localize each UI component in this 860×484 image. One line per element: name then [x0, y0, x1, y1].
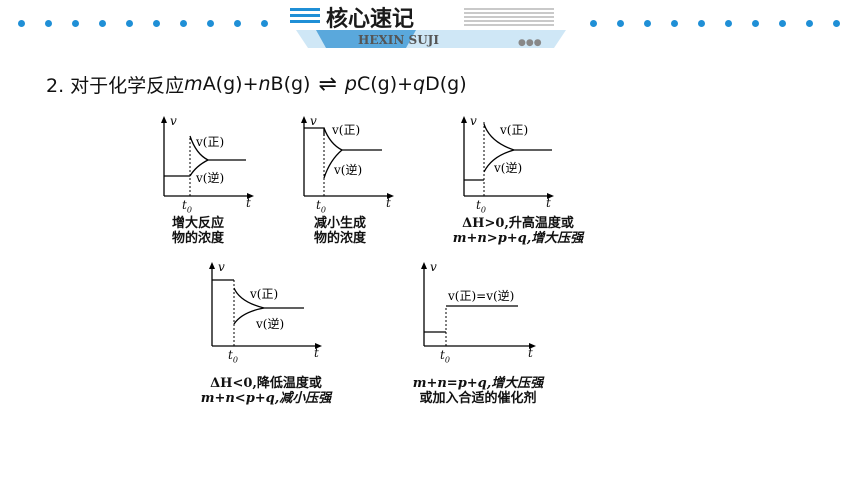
v-reverse-label: v(逆) — [493, 160, 522, 175]
x-arrow-icon — [387, 193, 394, 199]
header-dot — [779, 20, 786, 27]
reverse-rate-curve — [323, 149, 343, 179]
t-axis-label: t — [386, 196, 391, 210]
banner-subtitle: HEXIN SUJI — [358, 33, 439, 47]
header-dot — [45, 20, 52, 27]
t-axis-label: t — [246, 196, 251, 210]
caption-2: 减小生成物的浓度 — [313, 216, 366, 246]
v-forward-label: v(正) — [331, 123, 360, 137]
header-dot — [617, 20, 624, 27]
v-reverse-label: v(逆) — [333, 162, 362, 177]
t0-label: t0 — [316, 198, 326, 215]
v-forward-label: v(正) — [195, 135, 224, 149]
header-dot — [261, 20, 268, 27]
x-arrow-icon — [529, 343, 536, 349]
header-dot — [644, 20, 651, 27]
t-axis-label: t — [314, 346, 319, 360]
header-dot — [72, 20, 79, 27]
x-arrow-icon — [547, 193, 554, 199]
reaction-equation: 2. 对于化学反应 m A(g)+ n B(g) ⇌ p C(g)+ q D(g… — [46, 70, 467, 98]
header-dot — [99, 20, 106, 27]
species-d: D(g) — [425, 73, 467, 95]
header-dot — [590, 20, 597, 27]
y-arrow-icon — [421, 262, 427, 269]
v-axis-label: v — [170, 114, 177, 128]
y-arrow-icon — [209, 262, 215, 269]
y-arrow-icon — [301, 116, 307, 123]
header-dot — [806, 20, 813, 27]
species-c: C(g)+ — [356, 73, 414, 95]
coef-q: q — [413, 73, 426, 95]
coef-n: n — [258, 73, 271, 95]
rate-graph-1: v v(正) v(逆) t0 t — [156, 114, 256, 214]
banner-dots-icon: ●●● — [518, 38, 542, 48]
v-axis-label: v — [470, 114, 477, 128]
banner-title: 核心速记 — [326, 6, 414, 32]
header-dot — [833, 20, 840, 27]
caption-5: m+n=p+q,增大压强或加入合适的催化剂 — [412, 376, 544, 406]
t0-label: t0 — [440, 348, 450, 365]
rate-graph-4: v v(正) v(逆) t0 t — [204, 260, 324, 364]
reverse-rate-curve — [233, 307, 265, 325]
header-dot — [725, 20, 732, 27]
header-dot — [126, 20, 133, 27]
reverse-rate-curve — [483, 149, 515, 173]
reverse-rate-curve — [189, 159, 209, 177]
t0-label: t0 — [182, 198, 192, 215]
header-dot — [207, 20, 214, 27]
header-dot — [671, 20, 678, 27]
section-banner: 核心速记 HEXIN SUJI ●●● — [286, 2, 576, 48]
header-dot — [180, 20, 187, 27]
v-reverse-label: v(逆) — [195, 170, 224, 185]
initial-rate-line — [304, 127, 325, 136]
equation-prefix: 2. 对于化学反应 — [46, 74, 185, 97]
v-reverse-label: v(逆) — [255, 316, 284, 331]
v-axis-label: v — [430, 260, 437, 274]
y-arrow-icon — [161, 116, 167, 123]
header-dot — [153, 20, 160, 27]
rate-graph-5: v v(正)=v(逆) t0 t — [418, 260, 538, 364]
banner-grid-icon — [464, 8, 554, 26]
v-axis-label: v — [310, 114, 317, 128]
forward-rate-curve — [323, 127, 343, 151]
header-dot — [234, 20, 241, 27]
header-dot — [752, 20, 759, 27]
v-equal-label: v(正)=v(逆) — [447, 288, 514, 303]
species-b: B(g) — [270, 73, 311, 95]
coef-m: m — [184, 73, 203, 95]
v-axis-label: v — [218, 260, 225, 274]
y-arrow-icon — [461, 116, 467, 123]
forward-rate-curve — [483, 123, 515, 151]
rate-graph-3: v v(正) v(逆) t0 t — [456, 114, 556, 214]
banner-lines-icon — [290, 8, 320, 23]
header-dot — [698, 20, 705, 27]
x-arrow-icon — [315, 343, 322, 349]
v-forward-label: v(正) — [499, 123, 528, 137]
t-axis-label: t — [528, 346, 533, 360]
header-dot — [18, 20, 25, 27]
banner-ribbon-accent — [316, 30, 416, 48]
v-forward-label: v(正) — [249, 287, 278, 301]
coef-p: p — [344, 73, 357, 95]
caption-1: 增大反应物的浓度 — [171, 216, 224, 246]
t0-label: t0 — [228, 348, 238, 365]
rate-graph-2: v v(正) v(逆) t0 t — [296, 114, 396, 214]
forward-rate-curve — [233, 287, 265, 309]
equilibrium-arrow-icon: ⇌ — [318, 71, 337, 97]
x-arrow-icon — [247, 193, 254, 199]
t-axis-label: t — [546, 196, 551, 210]
forward-rate-curve — [189, 135, 209, 161]
species-a: A(g)+ — [202, 73, 259, 95]
t0-label: t0 — [476, 198, 486, 215]
